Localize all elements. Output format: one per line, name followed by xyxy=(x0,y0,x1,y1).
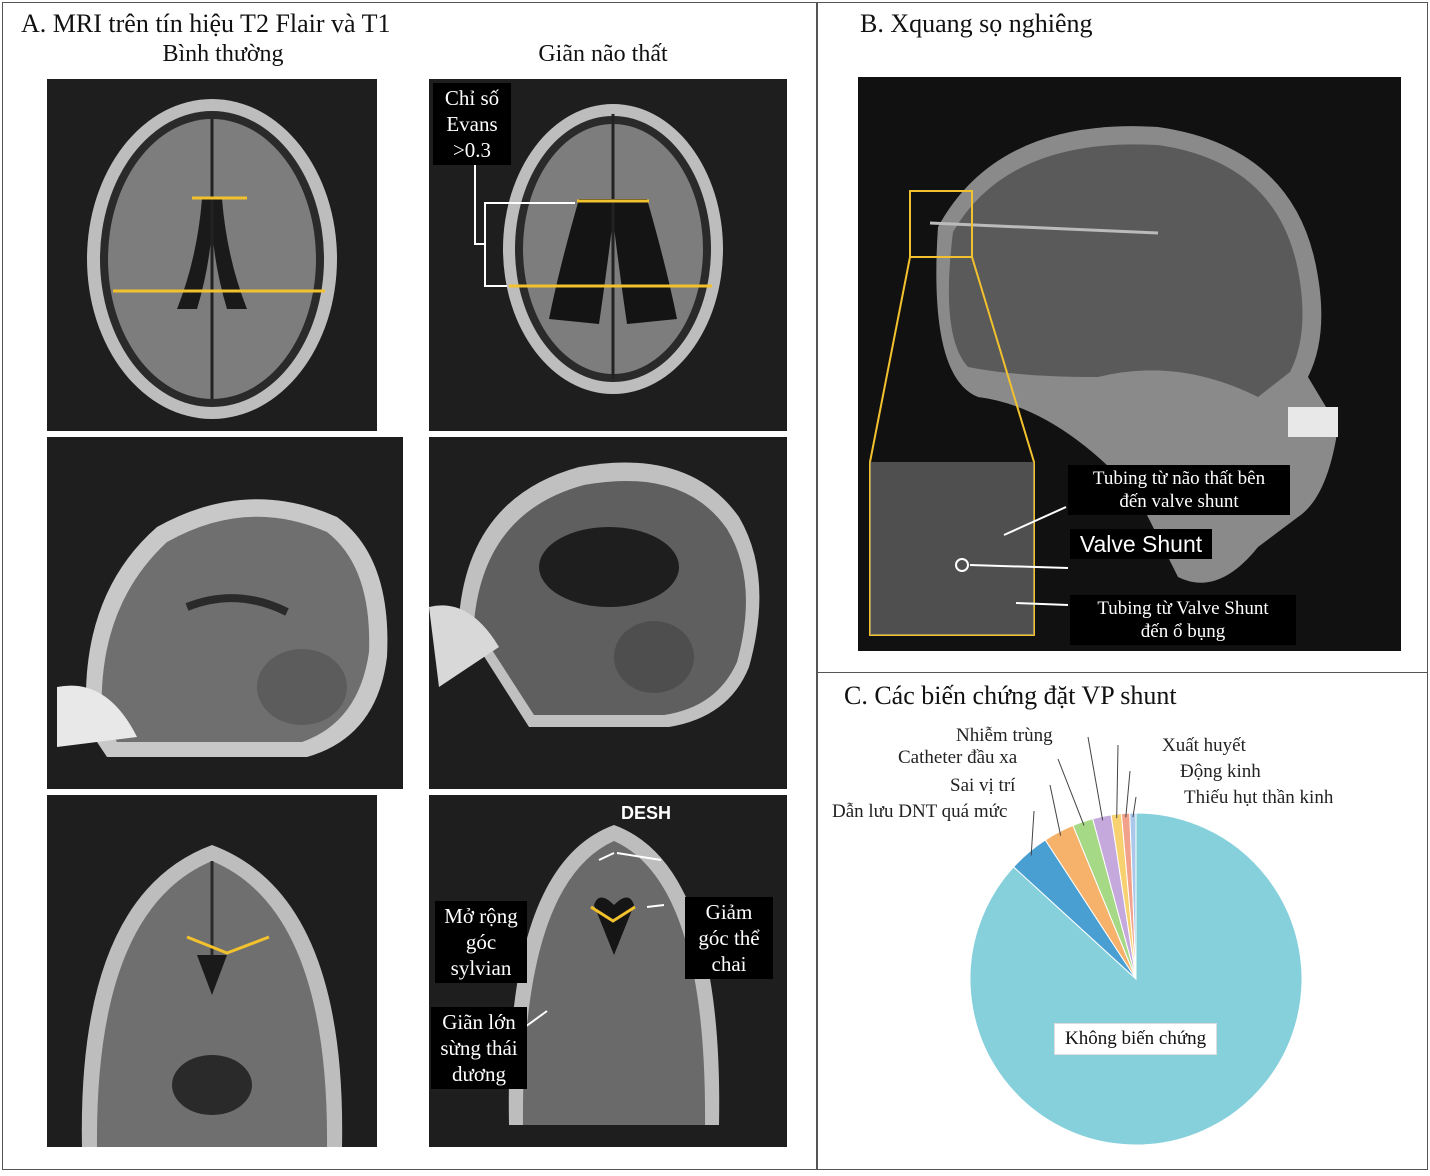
pie-leader-line-2 xyxy=(1049,784,1062,836)
column-title-hydrocephalus: Giãn não thất xyxy=(538,41,668,67)
mri-axial-normal xyxy=(47,79,377,431)
panel-b-xray: B. Xquang sọ nghiêng Tubing từ não thất … xyxy=(817,2,1428,674)
pie-leader-line-4 xyxy=(1116,744,1119,819)
desh-label: DESH xyxy=(621,803,672,823)
pie-label-distal-catheter: Catheter đầu xa xyxy=(898,747,1018,768)
panel-c-title: C. Các biến chứng đặt VP shunt xyxy=(844,681,1177,710)
mri-coronal-normal xyxy=(47,795,377,1147)
mri-sagittal-hydrocephalus xyxy=(429,437,787,789)
valve-shunt-label: Valve Shunt xyxy=(1070,529,1212,559)
pie-slice-7 xyxy=(1129,812,1137,980)
pie-label-neuro-deficit: Thiếu hụt thần kinh xyxy=(1184,787,1334,808)
pie-label-malposition: Sai vị trí xyxy=(950,775,1016,796)
panel-a-title: A. MRI trên tín hiệu T2 Flair và T1 xyxy=(21,9,391,38)
callosal-angle-hydro xyxy=(590,905,636,923)
pie-label-hemorrhage: Xuất huyết xyxy=(1162,735,1246,756)
callosal-angle-normal xyxy=(186,935,270,955)
pie-leader-line-0 xyxy=(1087,736,1104,821)
mri-sagittal-normal xyxy=(47,437,403,789)
pie-label-no-complication: Không biến chứng xyxy=(1054,1023,1218,1055)
pie-leader-line-5 xyxy=(1125,770,1131,818)
panel-a-mri: A. MRI trên tín hiệu T2 Flair và T1 Bình… xyxy=(2,2,817,1170)
pie-label-infection: Nhiễm trùng xyxy=(956,725,1053,746)
panel-b-title: B. Xquang sọ nghiêng xyxy=(860,9,1093,38)
panel-c-pie: C. Các biến chứng đặt VP shunt Nhiễm trù… xyxy=(817,672,1428,1170)
pie-chart xyxy=(969,736,1303,1146)
pie-label-overdrainage: Dẫn lưu DNT quá mức xyxy=(832,801,1008,822)
pie-label-seizure: Động kinh xyxy=(1180,761,1261,782)
pie-leader-line-1 xyxy=(1057,758,1085,826)
column-title-normal: Bình thường xyxy=(162,41,284,67)
pie-leader-line-6 xyxy=(1132,796,1137,818)
pie-leader-line-3 xyxy=(1030,810,1035,856)
